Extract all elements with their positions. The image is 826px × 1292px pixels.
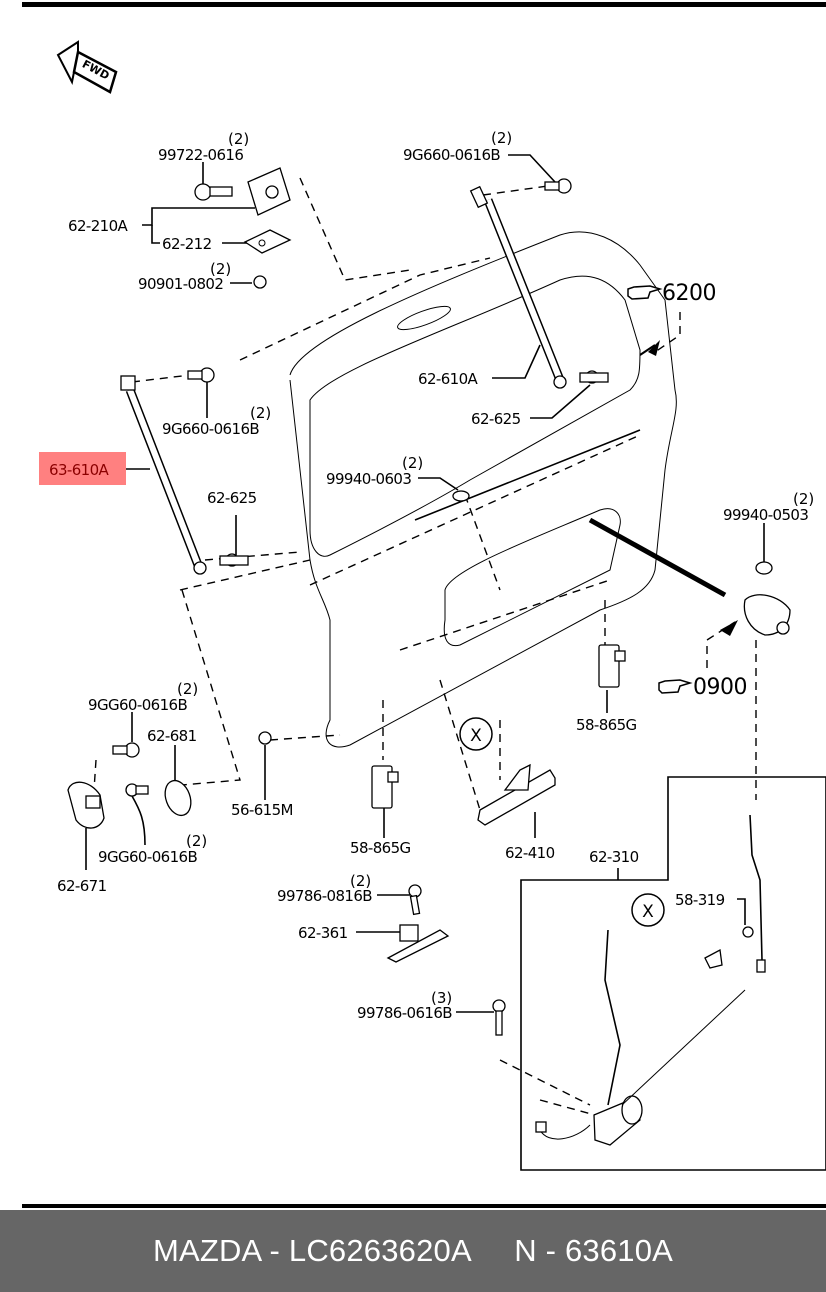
callout-58-319: 58-319 bbox=[675, 891, 725, 909]
footer-part-number: MAZDA - LC6263620A N - 63610A bbox=[152, 1233, 674, 1268]
switch-58-865G-center bbox=[371, 765, 399, 809]
pointing-hand-icon bbox=[658, 679, 693, 694]
qty-99786-0616B: (3) bbox=[431, 989, 452, 1007]
qty-9G660-0616B-left: (2) bbox=[250, 404, 271, 422]
qty-99940-0503: (2) bbox=[793, 490, 814, 508]
callout-58-865G-center: 58-865G bbox=[350, 839, 411, 857]
liftgate-body bbox=[179, 231, 677, 748]
svg-text:X: X bbox=[642, 902, 654, 922]
callout-90901-0802: 90901-0802 bbox=[138, 275, 223, 293]
qty-9G660-0616B-top: (2) bbox=[491, 129, 512, 147]
switch-58-865G-right bbox=[598, 644, 626, 688]
bolt-99722-0616 bbox=[194, 183, 233, 201]
bumper-62-671 bbox=[67, 781, 105, 829]
qty-99722-0616: (2) bbox=[228, 130, 249, 148]
leader-lines bbox=[85, 154, 765, 1013]
latch-62-310 bbox=[535, 814, 766, 1146]
hinge-62-210A bbox=[247, 167, 291, 216]
callout-63-610A: 63-610A bbox=[49, 461, 110, 479]
ball-stud-62-625-right bbox=[579, 370, 609, 384]
ball-stud-62-625-left bbox=[219, 553, 249, 567]
qty-99940-0603: (2) bbox=[402, 454, 423, 472]
callout-62-610A: 62-610A bbox=[418, 370, 479, 388]
callout-62-671: 62-671 bbox=[57, 877, 107, 895]
fwd-arrow-icon: FWD bbox=[56, 40, 118, 94]
x-marker-1: X bbox=[459, 717, 493, 751]
reference-6200: 6200 bbox=[627, 281, 717, 306]
plate-62-212 bbox=[243, 229, 292, 254]
bolt-99786-0816B bbox=[408, 884, 422, 916]
callout-62-361: 62-361 bbox=[298, 924, 348, 942]
callout-9G660-0616B-top: 9G660-0616B bbox=[403, 146, 500, 164]
callout-99722-0616: 99722-0616 bbox=[158, 146, 243, 164]
highlight-box bbox=[39, 452, 126, 485]
bottom-border bbox=[22, 1204, 826, 1208]
callout-62-210A: 62-210A bbox=[68, 217, 129, 235]
callout-6200: 6200 bbox=[662, 281, 716, 306]
top-border bbox=[22, 2, 826, 7]
bolt-9GG60-upper bbox=[112, 742, 140, 758]
gas-strut-right bbox=[469, 185, 567, 389]
handle-62-410 bbox=[477, 763, 556, 826]
bracket-62-681 bbox=[164, 779, 192, 817]
bolt-99786-0616B bbox=[492, 999, 506, 1036]
svg-text:X: X bbox=[470, 726, 482, 746]
latch-inset-box bbox=[520, 776, 826, 1171]
pointing-hand-icon bbox=[627, 285, 663, 300]
callout-62-310: 62-310 bbox=[589, 848, 639, 866]
qty-90901-0802: (2) bbox=[210, 260, 231, 278]
gas-strut-left bbox=[120, 375, 207, 575]
callout-62-212: 62-212 bbox=[162, 235, 212, 253]
clip-99940-0503 bbox=[755, 561, 773, 575]
callout-99940-0603: 99940-0603 bbox=[326, 470, 411, 488]
nut-90901-0802 bbox=[253, 275, 267, 289]
qty-9GG60-0616B-lower: (2) bbox=[186, 832, 207, 850]
callout-0900: 0900 bbox=[693, 675, 747, 700]
qty-99786-0816B: (2) bbox=[350, 872, 371, 890]
bolt-9GG60-lower bbox=[125, 783, 149, 797]
highlighted-part-63-610A[interactable]: 63-610A bbox=[39, 452, 126, 485]
callout-62-625-right: 62-625 bbox=[471, 410, 521, 428]
connector-0900 bbox=[743, 594, 791, 636]
callout-99940-0503: 99940-0503 bbox=[723, 506, 808, 524]
callout-9G660-0616B-left: 9G660-0616B bbox=[162, 420, 259, 438]
callout-62-681: 62-681 bbox=[147, 727, 197, 745]
callout-58-865G-right: 58-865G bbox=[576, 716, 637, 734]
callout-9GG60-0616B-upper: 9GG60-0616B bbox=[88, 696, 187, 714]
footer-bar: MAZDA - LC6263620A N - 63610A bbox=[0, 1210, 826, 1292]
callout-99786-0816B: 99786-0816B bbox=[277, 887, 372, 905]
clip-99940-0603 bbox=[452, 490, 470, 502]
x-marker-2: X bbox=[631, 893, 665, 927]
clip-56-615M bbox=[258, 731, 272, 745]
callout-99786-0616B: 99786-0616B bbox=[357, 1004, 452, 1022]
striker-62-361 bbox=[386, 924, 450, 963]
callout-62-410: 62-410 bbox=[505, 844, 555, 862]
callout-62-625-left: 62-625 bbox=[207, 489, 257, 507]
callout-56-615M: 56-615M bbox=[231, 801, 293, 819]
bolt-9G660-top bbox=[544, 178, 572, 194]
reference-0900: 0900 bbox=[658, 675, 748, 700]
qty-9GG60-0616B-upper: (2) bbox=[177, 680, 198, 698]
callout-9GG60-0616B-lower: 9GG60-0616B bbox=[98, 848, 197, 866]
bolt-9G660-left bbox=[187, 367, 215, 383]
